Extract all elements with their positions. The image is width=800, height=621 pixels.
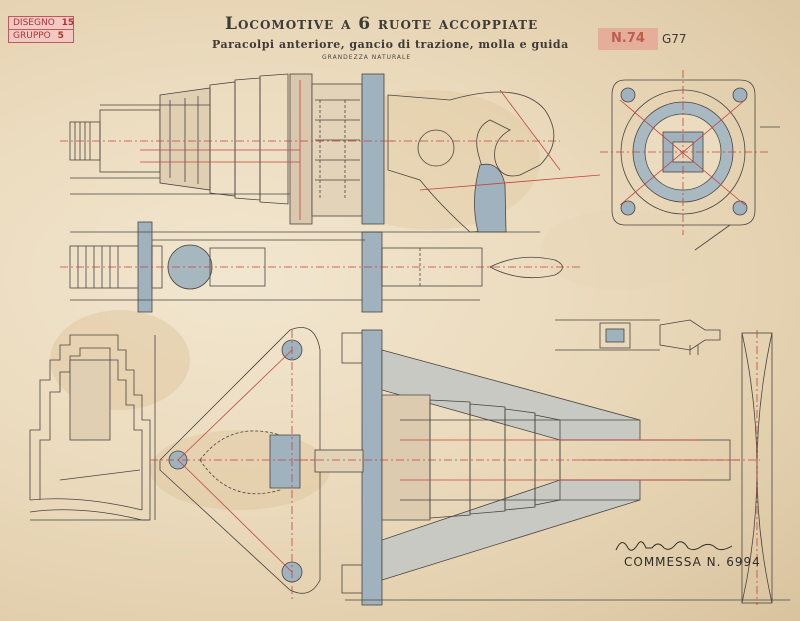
red-stamp: N.74 — [598, 28, 658, 50]
commessa-number: COMMESSA N. 6994 — [624, 555, 761, 569]
drawing-label-number: 15 — [61, 18, 75, 28]
guide-plate — [150, 327, 345, 600]
scale-note: GRANDEZZA NATURALE — [322, 54, 412, 61]
spring-assembly — [300, 329, 790, 606]
rod-elevation — [60, 221, 580, 313]
signature-icon — [615, 541, 733, 551]
long-strip — [741, 330, 773, 605]
group-number-label: GRUPPO 5 — [8, 29, 74, 43]
group-label-text: GRUPPO — [13, 31, 51, 41]
group-label-number: 5 — [57, 31, 64, 41]
drawing-number-label: DISEGNO 15 — [8, 16, 74, 30]
drawing-title: Locomotive a 6 ruote accoppiate — [225, 14, 539, 34]
guide-detail — [555, 319, 721, 355]
buffer-front-view — [600, 70, 780, 251]
sheet-number: G77 — [662, 32, 687, 46]
spring-section — [29, 334, 156, 521]
buffer-elevation — [60, 73, 395, 225]
hook-profile — [387, 89, 601, 233]
drawing-label-text: DISEGNO — [13, 18, 55, 28]
drawing-subtitle: Paracolpi anteriore, gancio di trazione,… — [212, 38, 569, 51]
